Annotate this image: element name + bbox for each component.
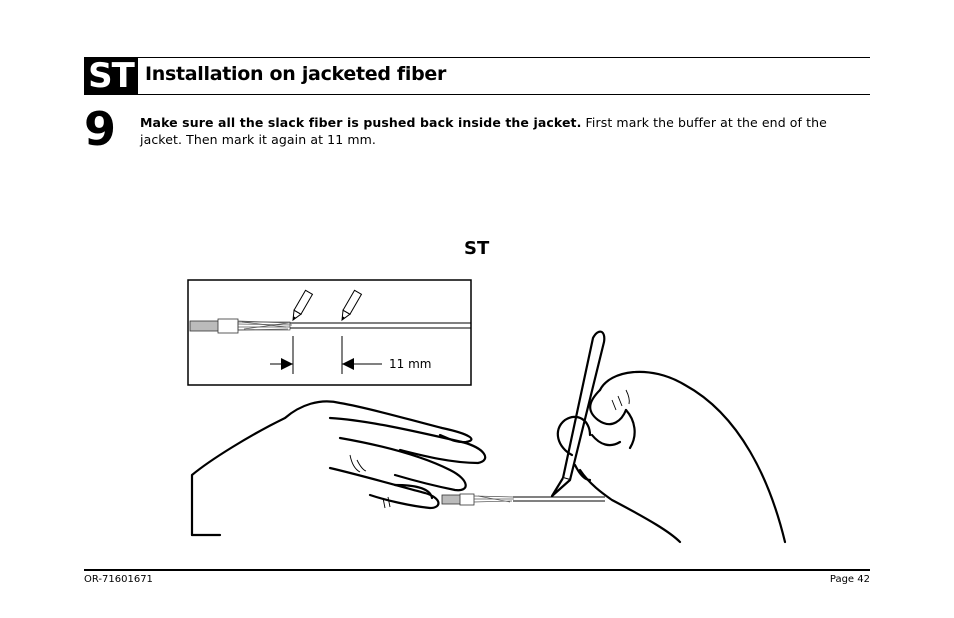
marker-pen-icon [341,289,363,322]
header-top-rule [84,57,870,58]
detail-inset: 11 mm [187,279,472,386]
jacket-ring [217,318,239,334]
header-bottom-rule [84,94,870,95]
step-instruction: Make sure all the slack fiber is pushed … [140,114,860,148]
right-hand-illustration [556,370,787,544]
fiber-cable [441,493,605,506]
dimension-arrow-right [342,358,354,370]
fiber-jacket [189,320,221,332]
step-instruction-bold: Make sure all the slack fiber is pushed … [140,115,582,130]
marking-illustration: 11 mm [187,279,787,544]
connector-type-badge: ST [84,58,138,94]
dimension-label: 11 mm [389,357,431,371]
step-instruction-text: First mark the buffer at the end of the … [140,115,827,147]
page-number: Page 42 [829,574,870,585]
right-hand-details [611,389,630,411]
section-title: Installation on jacketed fiber [145,63,447,85]
left-hand-details [349,454,391,509]
step-number: 9 [84,102,117,156]
footer-rule [84,569,870,571]
left-hand-illustration [190,400,487,537]
marker-pen-icon [292,289,314,322]
figure-label: ST [464,238,490,259]
dimension-arrow-left [281,358,293,370]
marker-pen-icon [550,330,606,498]
document-number: OR-71601671 [84,574,153,585]
strength-yarn [237,320,293,331]
